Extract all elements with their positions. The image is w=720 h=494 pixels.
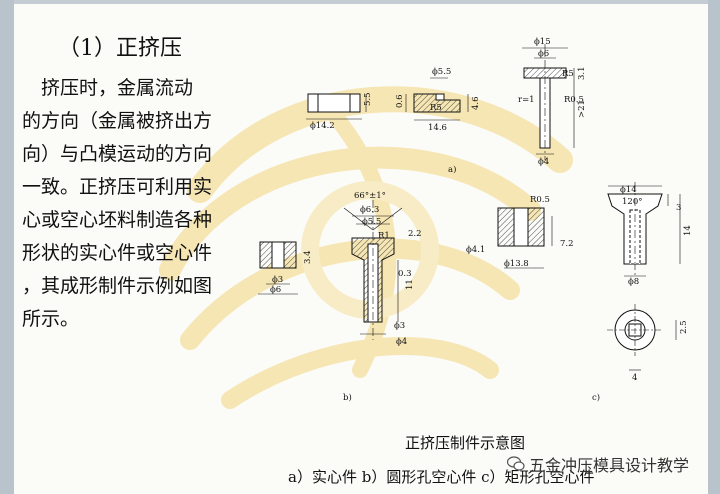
dim-a-46: 4.6 [471, 96, 481, 110]
dim-a-R5b: R5 [562, 69, 574, 79]
dim-a-r1: r=1 [518, 95, 535, 105]
dim-c-25: 2.5 [679, 320, 689, 334]
part-c-final [607, 182, 681, 277]
dim-c-120: 120° [622, 197, 642, 207]
part-c-section [497, 207, 553, 269]
part-a-blank [306, 93, 367, 120]
dim-a-dia6: ϕ6 [538, 49, 549, 59]
dim-a-dia4: ϕ4 [538, 157, 549, 167]
account-watermark: 五金冲压模具设计教学 [507, 452, 689, 476]
dim-a-146: 14.6 [428, 123, 447, 133]
section-heading: （1）正挤压 [58, 36, 182, 61]
dim-b-03: 0.3 [398, 269, 412, 279]
part-a-final [522, 44, 575, 160]
paragraph-line: 向）与凸模运动的方向 [22, 143, 213, 165]
background-watermark [159, 86, 573, 409]
paragraph-line: 形状的实心件或空心件 [22, 242, 213, 264]
dim-c-3: 3 [676, 203, 681, 213]
paragraph-line: 一致。正挤压可利用实 [22, 176, 213, 198]
dim-c-dia8: ϕ8 [628, 277, 639, 287]
dim-b-dia4: ϕ4 [396, 337, 407, 347]
body-paragraph: 挤压时，金属流动 的方向（金属被挤出方 向）与凸模运动的方向 一致。正挤压可利用… [22, 72, 242, 336]
figure-subcaption: a）实心件 b）圆形孔空心件 c）矩形孔空心件 [288, 468, 595, 486]
dim-c-dia14: ϕ14 [620, 185, 637, 195]
part-a-intermediate [405, 77, 469, 121]
dim-b-blank-dia3: ϕ3 [272, 275, 283, 285]
dim-c-4: 4 [632, 373, 637, 383]
dim-c-72: 7.2 [560, 239, 574, 249]
part-b-blank [258, 241, 298, 295]
slide-left-edge [0, 0, 14, 494]
part-b-final [343, 200, 403, 340]
label-a: a) [448, 164, 456, 175]
paragraph-line: ，其成形制件示例如图 [22, 275, 213, 297]
dim-a-R5: R5 [430, 103, 442, 113]
watermark-text: 五金冲压模具设计教学 [529, 456, 690, 475]
dim-a-blank-dia: ϕ14.2 [310, 121, 335, 131]
dim-b-66: 66°±1° [354, 191, 386, 201]
part-c-end-view [607, 304, 677, 371]
slide-top-edge [0, 0, 720, 4]
dim-b-dia55: ϕ5.5 [362, 217, 381, 227]
dim-b-blank-34: 3.4 [303, 250, 313, 264]
label-b: b) [343, 392, 352, 403]
dim-b-11: 11 [405, 279, 415, 290]
slide-right-edge [708, 0, 720, 494]
dim-b-blank-dia6: ϕ6 [270, 285, 281, 295]
paragraph-line: 心或空心坯料制造各种 [22, 209, 213, 231]
figure-caption: 正挤压制件示意图 [405, 434, 526, 452]
dim-b-dia3: ϕ3 [394, 321, 405, 331]
dim-c-41: ϕ4.1 [466, 245, 485, 255]
dim-a-R05: R0.5 [564, 95, 584, 105]
dim-a-31: 3.1 [577, 66, 587, 80]
dim-c-R05: R0.5 [530, 195, 550, 205]
dim-a-dia15: ϕ15 [534, 37, 551, 47]
paragraph-line: 的方向（金属被挤出方 [22, 110, 213, 132]
dim-a-21: >21 [577, 100, 587, 118]
dim-b-22: 2.2 [408, 229, 422, 239]
technical-drawing: a) b) c) ϕ14.2 5.5 ϕ5.5 0.6 4.6 R5 14.6 … [258, 37, 693, 403]
dim-c-138: ϕ13.8 [504, 259, 529, 269]
wechat-icon [507, 456, 525, 471]
dim-a-06: 0.6 [395, 94, 405, 108]
paragraph-line: 挤压时，金属流动 [22, 77, 194, 99]
paragraph-line: 所示。 [22, 308, 80, 330]
dim-b-dia63: ϕ6.3 [360, 205, 379, 215]
dim-c-14: 14 [683, 225, 693, 236]
dim-a-blank-h: 5.5 [363, 92, 373, 106]
dim-b-R1: R1 [378, 231, 390, 241]
label-c: c) [592, 392, 600, 403]
dim-a-dia55: ϕ5.5 [432, 67, 451, 77]
